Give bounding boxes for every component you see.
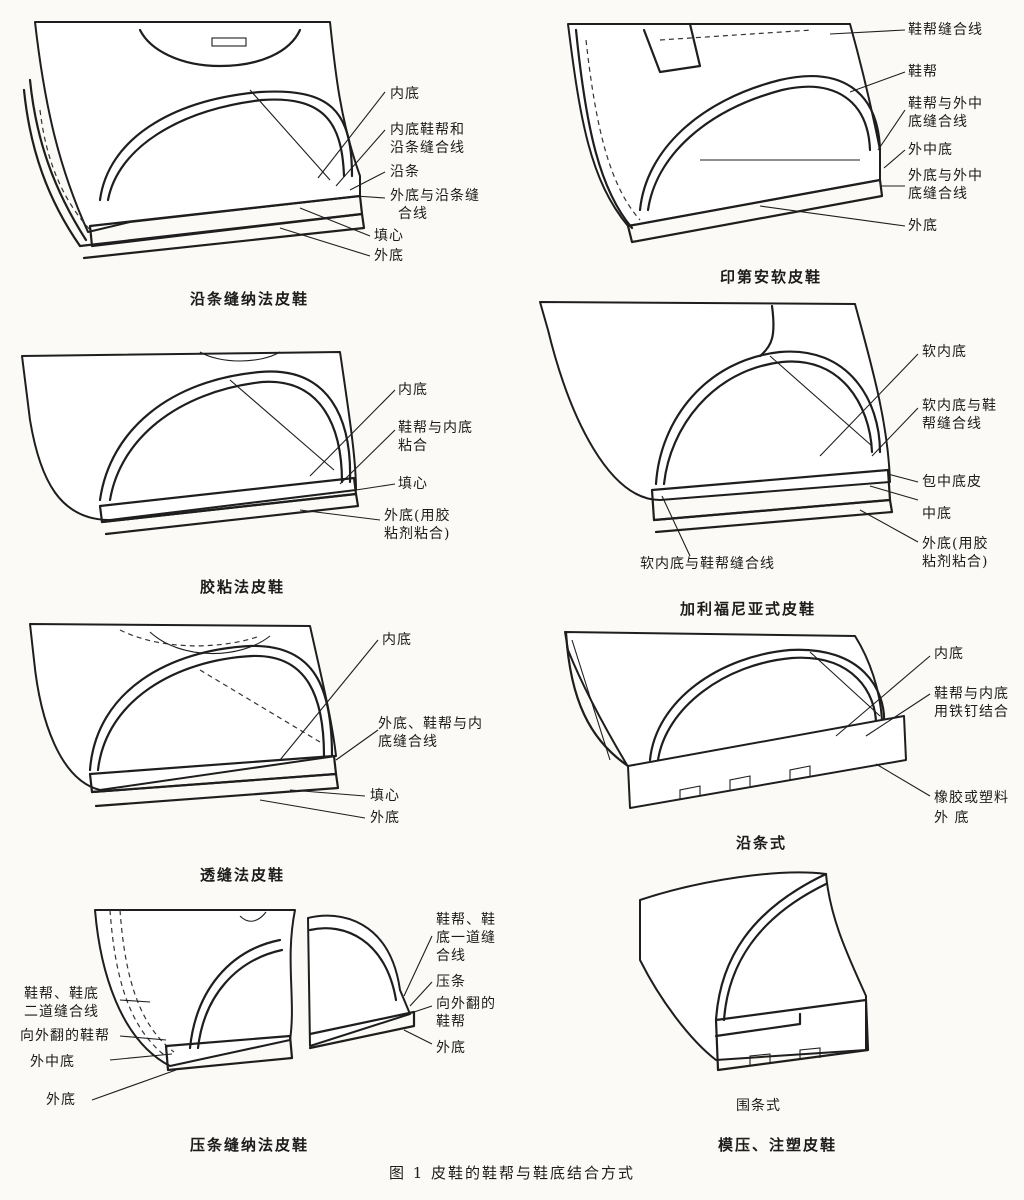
label-outer-midsole: 外中底 — [908, 142, 953, 158]
label-welt-type-insole: 内底 — [934, 646, 964, 662]
label-soft-insole-seam: 软内底与鞋 — [922, 398, 997, 414]
caption-cemented: 胶粘法皮鞋 — [200, 578, 286, 596]
label-filler: 填心 — [374, 228, 404, 244]
goodyear-welt-leaders — [279, 91, 386, 257]
caption-through-stitch: 透缝法皮鞋 — [200, 866, 286, 884]
caption-goodyear-welt: 沿条缝纳法皮鞋 — [190, 290, 310, 308]
figure-caption: 图 1 皮鞋的鞋帮与鞋底结合方式 — [388, 1164, 636, 1182]
label-turned-upper-left: 向外翻的鞋帮 — [20, 1028, 110, 1044]
label-through-insole: 内底 — [382, 632, 412, 648]
welt-type-drawing — [564, 630, 907, 809]
label-stitchdown-outsole-left: 外底 — [46, 1092, 76, 1108]
label-press-strip: 压条 — [436, 974, 466, 990]
label-through-outsole: 外底 — [370, 810, 400, 826]
caption-moccasin: 印第安软皮鞋 — [720, 268, 823, 286]
label-upper-seam: 鞋帮缝合线 — [908, 22, 983, 38]
through-stitch-leaders — [259, 639, 379, 819]
moccasin-leaders — [759, 29, 906, 227]
label-through-filler: 填心 — [370, 788, 400, 804]
label-welt: 沿条 — [390, 164, 420, 180]
moccasin-drawing — [567, 22, 884, 244]
label-one-seam-2: 底一道缝 — [436, 930, 496, 946]
label-insole: 内底 — [390, 86, 420, 102]
label-upper-midsole-seam: 鞋帮与外中 — [908, 96, 983, 112]
caption-california: 加利福尼亚式皮鞋 — [680, 600, 817, 618]
label-upper-insole-nails: 鞋帮与内底 — [934, 686, 1009, 702]
california-drawing — [539, 301, 894, 534]
label-through-seam-2: 底缝合线 — [378, 734, 438, 750]
label-cemented-filler: 填心 — [398, 476, 428, 492]
welt-type-leaders — [835, 655, 931, 797]
label-one-seam-3: 合线 — [436, 948, 466, 964]
label-upper-midsole-seam-2: 底缝合线 — [908, 114, 968, 130]
label-outsole-midsole-seam-2: 底缝合线 — [908, 186, 968, 202]
california-leaders — [661, 353, 919, 557]
label-california-outsole: 外底(用胶 — [922, 536, 989, 552]
label-insole-upper-welt-seam-2: 沿条缝合线 — [390, 140, 465, 156]
goodyear-welt-drawing — [22, 21, 366, 260]
label-outsole-welt-seam: 外底与沿条缝 — [390, 188, 480, 204]
label-insole-upper-welt-seam: 内底鞋帮和 — [390, 122, 465, 138]
label-rubber-plastic: 橡胶或塑料 — [934, 790, 1009, 806]
label-one-seam: 鞋帮、鞋 — [436, 912, 496, 928]
label-rubber-plastic-outsole: 外 底 — [934, 810, 970, 826]
label-wrap-type: 围条式 — [736, 1098, 781, 1114]
caption-molded: 模压、注塑皮鞋 — [718, 1136, 838, 1154]
label-outsole-welt-seam-2: 合线 — [398, 206, 428, 222]
label-midsole-wrap: 包中底皮 — [922, 474, 982, 490]
label-two-seams-2: 二道缝合线 — [24, 1004, 99, 1020]
label-turned-upper-right-2: 鞋帮 — [436, 1014, 466, 1030]
label-soft-insole-seam-2: 帮缝合线 — [922, 416, 982, 432]
stitchdown-leaders — [91, 935, 433, 1101]
label-california-outsole-2: 粘剂粘合) — [922, 554, 989, 570]
label-upper: 鞋帮 — [908, 64, 938, 80]
label-soft-insole: 软内底 — [922, 344, 967, 360]
label-through-seam: 外底、鞋帮与内 — [378, 716, 483, 732]
label-upper-insole-nails-2: 用铁钉结合 — [934, 704, 1009, 720]
label-outsole: 外底 — [374, 248, 404, 264]
label-soft-insole-upper-seam: 软内底与鞋帮缝合线 — [640, 556, 775, 572]
label-outer-midsole-left: 外中底 — [30, 1054, 75, 1070]
label-outsole-midsole-seam: 外底与外中 — [908, 168, 983, 184]
label-upper-insole-bond-2: 粘合 — [398, 438, 428, 454]
label-upper-insole-bond: 鞋帮与内底 — [398, 420, 473, 436]
stitchdown-drawing — [94, 909, 416, 1072]
label-moccasin-outsole: 外底 — [908, 218, 938, 234]
label-two-seams: 鞋帮、鞋底 — [24, 986, 99, 1002]
through-stitch-drawing — [29, 623, 340, 808]
label-midsole: 中底 — [922, 506, 952, 522]
label-cemented-outsole-2: 粘剂粘合) — [384, 526, 451, 542]
cemented-leaders — [299, 389, 396, 521]
caption-welt-type: 沿条式 — [736, 834, 788, 852]
label-cemented-insole: 内底 — [398, 382, 428, 398]
cemented-drawing — [21, 351, 360, 536]
molded-drawing — [639, 871, 870, 1072]
label-turned-upper-right: 向外翻的 — [436, 996, 496, 1012]
caption-stitchdown: 压条缝纳法皮鞋 — [190, 1136, 310, 1154]
label-cemented-outsole: 外底(用胶 — [384, 508, 451, 524]
label-stitchdown-outsole-right: 外底 — [436, 1040, 466, 1056]
